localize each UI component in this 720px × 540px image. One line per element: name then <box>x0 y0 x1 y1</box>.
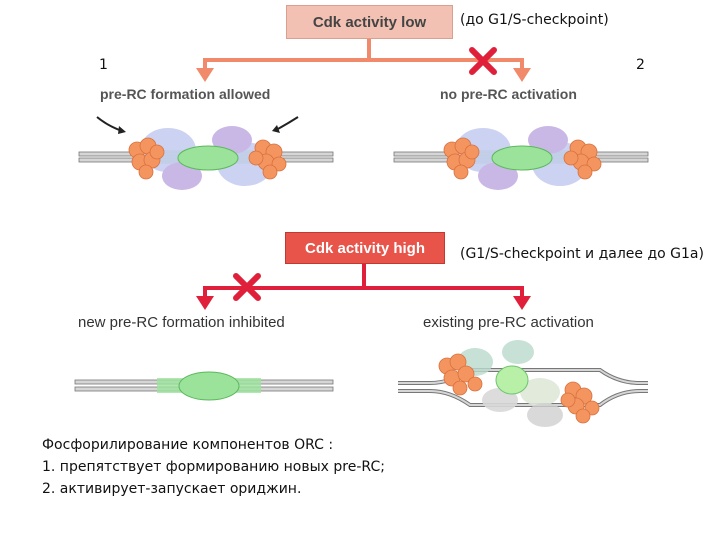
bottom-right-arrowhead <box>513 296 531 310</box>
notes-heading: Фосфорилирование компонентов ORC : <box>42 437 334 453</box>
top-right-arrowhead <box>513 68 531 82</box>
phosphorylation-notes: Фосфорилирование компонентов ORC : 1. пр… <box>42 434 385 500</box>
dna-bottom-left <box>74 371 334 401</box>
bottom-right-caption: existing pre-RC activation <box>423 314 594 331</box>
top-cross-icon <box>469 47 497 75</box>
label-number-1: 1 <box>99 57 108 73</box>
bottom-left-caption: new pre-RC formation inhibited <box>78 314 285 331</box>
bottom-arrows <box>196 262 531 310</box>
pre-rc-complex-right <box>443 126 602 190</box>
pre-rc-complex-left <box>128 126 287 190</box>
cdk-activity-low-box: Cdk activity low <box>286 5 453 39</box>
notes-item-1: 1. препятствует формированию новых pre-R… <box>42 459 385 475</box>
bottom-cross-icon <box>233 273 261 301</box>
top-arrows <box>196 37 531 82</box>
bottom-left-arrowhead <box>196 296 214 310</box>
bottom-stage-note: (G1/S-checkpoint и далее до G1a) <box>460 246 704 262</box>
top-left-caption: pre-RC formation allowed <box>100 86 271 102</box>
orc-complex <box>178 371 240 401</box>
loading-arrows <box>96 116 299 134</box>
top-stage-note: (до G1/S-checkpoint) <box>460 12 609 28</box>
top-right-caption: no pre-RC activation <box>440 86 577 102</box>
cdk-activity-high-box: Cdk activity high <box>285 232 445 264</box>
label-number-2: 2 <box>636 57 645 73</box>
top-left-arrowhead <box>196 68 214 82</box>
activated-pre-rc <box>438 340 600 427</box>
notes-item-2: 2. активирует-запускает ориджин. <box>42 481 302 497</box>
